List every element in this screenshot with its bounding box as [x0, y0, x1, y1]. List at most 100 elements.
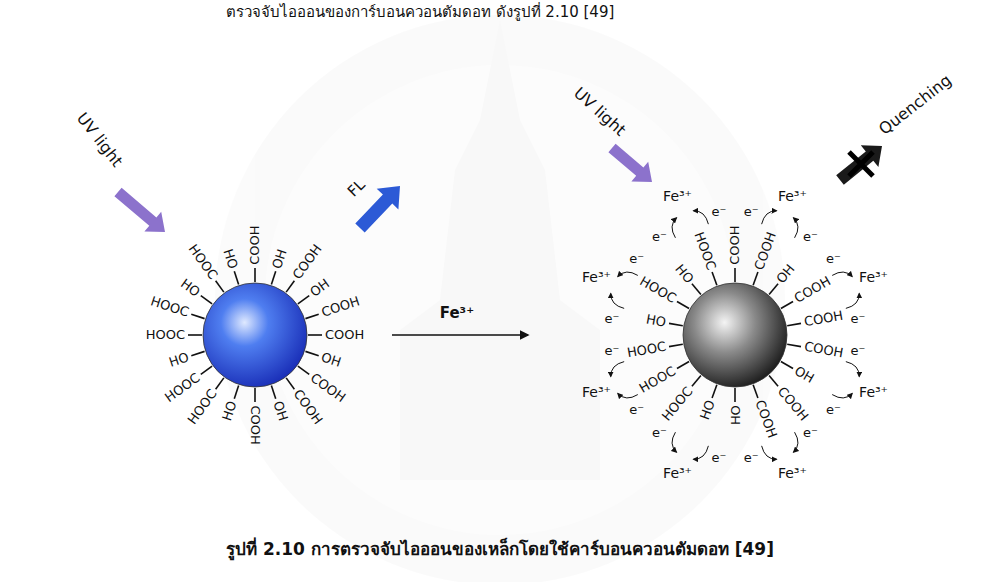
figure-caption: รูปที่ 2.10 การตรวจจับไอออนของเหล็กโดยใช… — [226, 535, 774, 562]
functional-group: COOH — [775, 384, 811, 423]
electron: e⁻ — [711, 451, 726, 465]
bond-line — [191, 314, 204, 318]
electron-transfer-arrow — [611, 293, 624, 308]
functional-group: HOOC — [162, 370, 202, 405]
bond-line — [669, 323, 683, 325]
iron-ion: Fe³⁺ — [663, 189, 692, 204]
electron: e⁻ — [826, 252, 841, 266]
electron: e⁻ — [803, 426, 818, 440]
iron-ion: Fe³⁺ — [778, 466, 807, 481]
bond-line — [781, 362, 793, 369]
electron-transfer-arrow — [762, 211, 777, 224]
bond-line — [234, 271, 238, 284]
bond-line — [298, 366, 309, 374]
electron: e⁻ — [652, 230, 667, 244]
bond-line — [769, 284, 778, 295]
bond-line — [271, 385, 275, 398]
electron-transfer-arrow — [693, 446, 708, 459]
functional-group: OH — [792, 364, 816, 386]
bond-line — [692, 284, 701, 295]
bond-line — [769, 376, 778, 387]
functional-group: OH — [728, 405, 742, 425]
electron-transfer-arrow — [693, 211, 708, 224]
quantum-dot-figure — [114, 144, 882, 459]
figure-label: UV light — [74, 110, 127, 171]
bond-line — [677, 362, 689, 369]
functional-group: HO — [220, 399, 240, 422]
bond-line — [286, 281, 294, 292]
uv-light-arrow — [608, 144, 652, 182]
bond-line — [305, 351, 318, 355]
functional-group: COOH — [728, 226, 742, 265]
functional-group: HOOC — [185, 387, 220, 427]
quench-cross — [849, 152, 873, 176]
electron-transfer-arrow — [793, 218, 798, 238]
electron-transfer-arrow — [832, 272, 852, 277]
bond-line — [191, 351, 204, 355]
bond-line — [753, 385, 758, 398]
functional-group: HO — [178, 276, 203, 299]
bond-line — [201, 366, 212, 374]
uv-light-arrow — [114, 188, 165, 232]
iron-ion: Fe³⁺ — [778, 189, 807, 204]
bond-line — [298, 296, 309, 304]
iron-ion: Fe³⁺ — [859, 385, 888, 400]
bond-line — [734, 388, 736, 402]
functional-group: COOH — [325, 328, 364, 342]
bond-line — [734, 268, 736, 282]
bond-line — [305, 314, 318, 318]
electron-transfer-arrow — [672, 432, 677, 452]
electron-transfer-arrow — [793, 432, 798, 452]
bond-line — [787, 323, 801, 325]
bond-line — [201, 296, 212, 304]
bond-line — [753, 272, 758, 285]
electron-transfer-arrow — [618, 272, 638, 277]
functional-group: COOH — [803, 309, 844, 330]
bond-line — [712, 272, 717, 285]
bond-line — [216, 281, 224, 292]
electron: e⁻ — [744, 205, 759, 219]
functional-group: HOOC — [149, 294, 191, 320]
functional-group: COOH — [248, 226, 262, 265]
iron-ion: Fe³⁺ — [859, 270, 888, 285]
functional-group: COOH — [792, 274, 833, 306]
iron-ion: Fe³⁺ — [582, 385, 611, 400]
electron: e⁻ — [851, 312, 866, 326]
electron: e⁻ — [629, 403, 644, 417]
electron: e⁻ — [803, 230, 818, 244]
electron-transfer-arrow — [618, 393, 638, 398]
electron: e⁻ — [826, 403, 841, 417]
bond-line — [254, 268, 256, 282]
electron: e⁻ — [744, 451, 759, 465]
bond-line — [254, 388, 256, 402]
bond-line — [712, 385, 717, 398]
bond-line — [188, 334, 202, 336]
electron-transfer-arrow — [611, 362, 624, 377]
bond-line — [216, 378, 224, 389]
figure-label: Fe³⁺ — [440, 305, 474, 322]
bond-line — [286, 378, 294, 389]
bond-line — [669, 344, 683, 346]
electron: e⁻ — [851, 344, 866, 358]
electron-transfer-arrow — [846, 362, 859, 377]
figure-label: Quenching — [876, 71, 955, 138]
electron: e⁻ — [711, 205, 726, 219]
electron-transfer-arrow — [672, 218, 677, 238]
functional-group: HOOC — [146, 328, 185, 342]
bond-line — [234, 385, 238, 398]
quenching-arrow — [836, 145, 882, 185]
electron: e⁻ — [629, 252, 644, 266]
electron-transfer-arrow — [762, 446, 777, 459]
iron-ion: Fe³⁺ — [663, 466, 692, 481]
functional-group: HOOC — [185, 242, 220, 282]
iron-ion: Fe³⁺ — [582, 270, 611, 285]
reaction-arrow — [392, 334, 528, 336]
electron: e⁻ — [652, 426, 667, 440]
functional-group: COOH — [803, 340, 844, 361]
bond-line — [308, 334, 322, 336]
functional-group: HO — [167, 350, 190, 370]
functional-group: COOH — [248, 405, 262, 444]
bond-line — [677, 302, 689, 309]
